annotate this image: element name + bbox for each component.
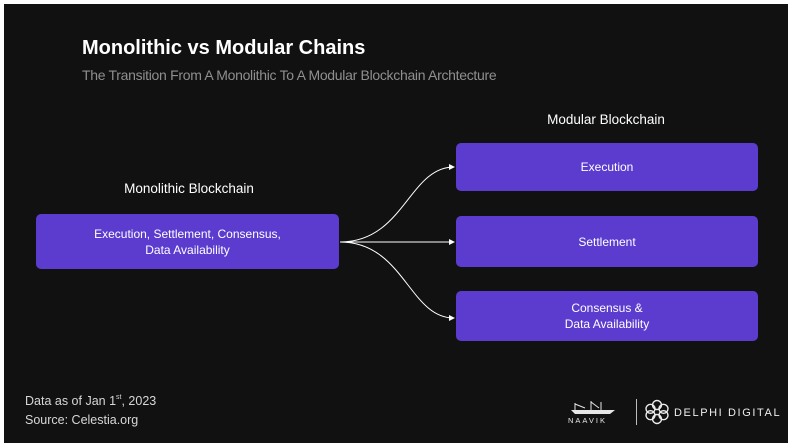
monolithic-label: Monolithic Blockchain [124, 181, 254, 196]
modular-box-label: Execution [580, 160, 634, 174]
source-note: Source: Celestia.org [25, 413, 139, 427]
monolithic-box: Execution, Settlement, Consensus, Data A… [36, 214, 339, 269]
modular-box-execution: Execution [456, 143, 758, 191]
naavik-logo-text: NAAVIK [568, 416, 607, 425]
logo-divider [636, 399, 637, 425]
arrow-to-consensus [339, 241, 455, 321]
naavik-boat-icon [571, 401, 615, 414]
modular-box-label: Consensus & [571, 301, 643, 315]
data-date-note: Data as of Jan 1st, 2023 [25, 394, 156, 408]
modular-box-label: Settlement [578, 234, 636, 249]
arrow-to-execution [339, 164, 455, 243]
delphi-logo-icon [645, 399, 669, 425]
slide: Monolithic vs Modular Chains The Transit… [4, 4, 788, 443]
delphi-logo-text: DELPHI DIGITAL [674, 407, 782, 419]
data-date-sup: st [116, 394, 122, 401]
slide-title: Monolithic vs Modular Chains [82, 37, 366, 59]
data-date-suffix: , 2023 [121, 394, 157, 408]
monolithic-box-line1: Execution, Settlement, Consensus, [94, 226, 281, 241]
connector-arrows [339, 164, 455, 321]
monolithic-box-line2: Data Availability [145, 242, 230, 257]
modular-box-label-line2: Data Availability [564, 317, 650, 331]
data-date-prefix: Data as of Jan 1 [25, 394, 117, 408]
modular-label: Modular Blockchain [547, 112, 665, 127]
modular-box-consensus: Consensus & Data Availability [456, 291, 758, 341]
modular-box-settlement: Settlement [456, 216, 758, 267]
slide-subtitle: The Transition From A Monolithic To A Mo… [82, 67, 497, 83]
